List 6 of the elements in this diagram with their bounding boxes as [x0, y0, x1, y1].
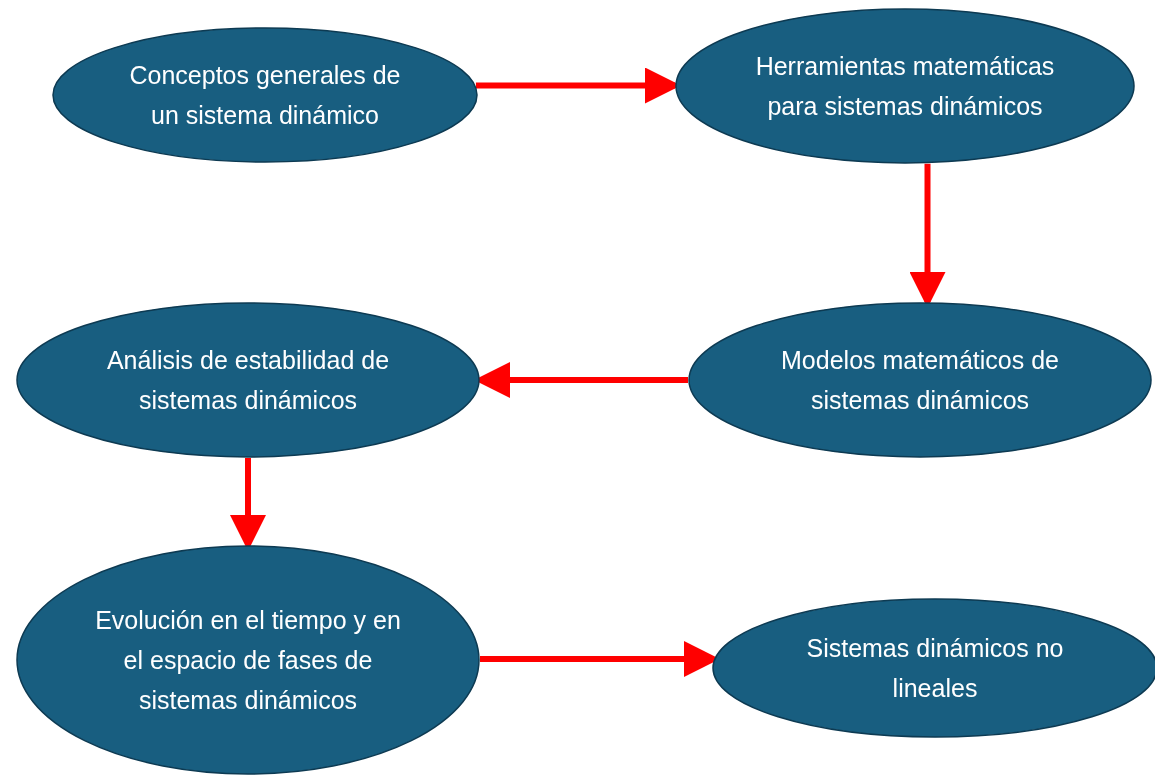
node-label: Análisis de estabilidad de sistemas dinámicos: [105, 345, 391, 416]
node-label: Sistemas dinámicos no lineales: [805, 633, 1065, 704]
node-label: Conceptos generales de un sistema dinámico: [128, 60, 402, 131]
node-label: Herramientas matemáticas para sistemas dinámicos: [754, 51, 1056, 122]
node-label: Evolución en el tiempo y en el espacio de fases de sistemas dinámicos: [94, 605, 402, 716]
node-label: Modelos matemáticos de sistemas dinámicos: [780, 345, 1060, 416]
